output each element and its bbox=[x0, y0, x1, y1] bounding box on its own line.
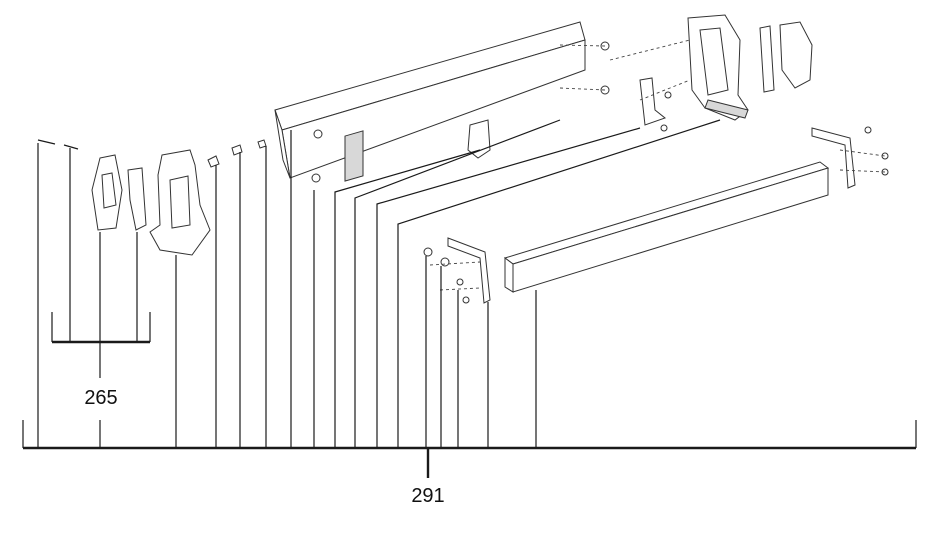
end-bracket-right bbox=[811, 127, 856, 189]
callout-265: 265 bbox=[84, 387, 117, 409]
top-right-hinge bbox=[687, 14, 749, 121]
leader-lines-265 bbox=[51, 148, 151, 378]
top-right-latch bbox=[759, 21, 813, 93]
left-clip bbox=[127, 167, 147, 231]
left-latch bbox=[91, 154, 123, 231]
end-bracket-left bbox=[447, 237, 491, 304]
leader-lines-291 bbox=[22, 119, 917, 478]
top-front-panel bbox=[274, 21, 586, 182]
assembly-guides bbox=[429, 39, 886, 291]
small-pins-left bbox=[37, 139, 267, 168]
fasteners bbox=[311, 41, 889, 304]
left-hinge-bracket bbox=[149, 149, 211, 256]
lower-front-panel bbox=[503, 161, 830, 293]
callout-291: 291 bbox=[411, 485, 444, 507]
